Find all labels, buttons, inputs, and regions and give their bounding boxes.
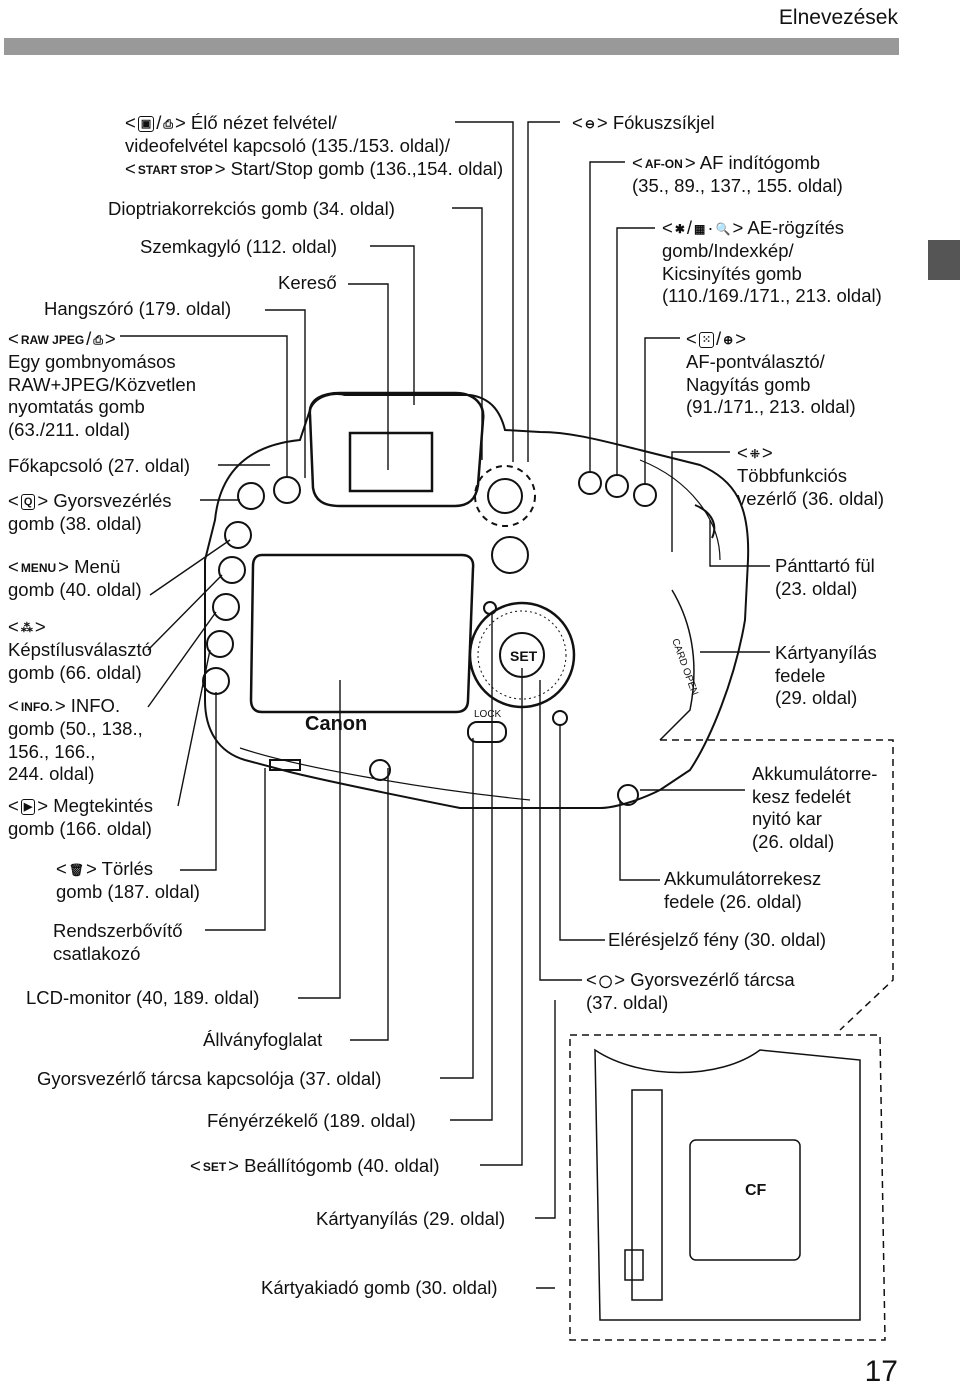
print-icon: ⎙	[93, 332, 103, 347]
label-lcd: LCD-monitor (40, 189. oldal)	[26, 987, 260, 1008]
button-picture-style	[218, 556, 246, 584]
q-icon: Q	[20, 494, 36, 511]
label-af-point: <⁙/⊕> AF-pontválasztó/ Nagyítás gomb (91…	[686, 328, 856, 418]
raw-jpeg-icon: RAW JPEG	[20, 332, 85, 347]
button-playback	[206, 630, 234, 658]
label-strap: Pánttartó fül (23. oldal)	[775, 555, 875, 599]
index-icon: ▦	[694, 221, 706, 236]
card-slot-inset	[569, 1034, 886, 1341]
label-picture-style: <⁂> Képstílusválasztó gomb (66. oldal)	[8, 616, 152, 683]
af-on-button	[578, 471, 602, 495]
page-header-title: Elnevezések	[778, 6, 898, 29]
card-open-label: CARD OPEN	[669, 637, 700, 697]
label-quick-control: <Q> Gyorsvezérlés gomb (38. oldal)	[8, 490, 172, 534]
label-tripod: Állványfoglalat	[203, 1029, 323, 1050]
label-battery-lever: Akkumulátorre- kesz fedelét nyitó kar (2…	[752, 763, 878, 852]
label-live-view: <▣/⎙> Élő nézet felvétel/ videofelvétel …	[125, 112, 503, 181]
label-speaker: Hangszóró (179. oldal)	[44, 298, 232, 319]
camera-icon: ▣	[137, 116, 155, 133]
page-number: 17	[864, 1355, 898, 1388]
eyecup	[308, 391, 485, 508]
lock-switch	[467, 721, 507, 743]
button-erase	[202, 667, 230, 695]
label-extension: Rendszerbővítő csatlakozó	[53, 920, 183, 964]
card-cover	[659, 589, 695, 741]
chapter-tab	[928, 240, 960, 280]
zoom-out-icon: 🔍	[715, 221, 731, 236]
button-info	[212, 593, 240, 621]
lock-label: LOCK	[474, 709, 502, 720]
label-eyecup: Szemkagyló (112. oldal)	[140, 236, 338, 257]
light-sensor	[483, 601, 497, 615]
multi-controller-icon: ⁜	[749, 446, 760, 461]
label-card-eject: Kártyakiadó gomb (30. oldal)	[261, 1277, 498, 1298]
label-qc-dial: <◯> Gyorsvezérlő tárcsa (37. oldal)	[586, 969, 795, 1014]
multi-controller	[491, 536, 529, 574]
set-label: SET	[510, 648, 538, 664]
start-stop-button	[487, 478, 523, 514]
set-icon: SET	[202, 1159, 227, 1174]
af-point-button	[633, 483, 657, 507]
label-card-slot: Kártyanyílás (29. oldal)	[316, 1208, 506, 1229]
battery-lever	[617, 784, 639, 806]
strap-eyelet	[694, 504, 716, 539]
brand-logo: Canon	[305, 713, 367, 735]
label-set: <SET> Beállítógomb (40. oldal)	[190, 1155, 440, 1178]
label-info: <INFO.> INFO. gomb (50., 138., 156., 166…	[8, 695, 143, 785]
label-ae-lock: <✱/▦·🔍> AE-rögzítés gomb/Indexkép/ Kicsi…	[662, 217, 882, 307]
trash-icon: 🗑	[68, 862, 85, 877]
focal-plane-icon: ⊖	[584, 116, 595, 131]
button-menu	[224, 521, 252, 549]
tripod-socket	[369, 759, 391, 781]
label-erase: <🗑> Törlés gomb (187. oldal)	[56, 858, 200, 903]
ae-lock-icon: ✱	[674, 221, 685, 236]
cf-label: CF	[745, 1182, 767, 1199]
label-focal-plane: <⊖> Fókuszsíkjel	[572, 112, 715, 135]
card-eject-button	[624, 1249, 644, 1281]
label-raw-jpeg: <RAW JPEG/⎙> Egy gombnyomásos RAW+JPEG/K…	[8, 328, 196, 440]
label-access-lamp: Elérésjelző fény (30. oldal)	[608, 929, 826, 950]
viewfinder-window	[348, 431, 434, 493]
lcd-monitor	[249, 553, 475, 714]
dial-icon: ◯	[598, 973, 613, 988]
picture-style-icon: ⁂	[20, 620, 33, 635]
label-card-cover: Kártyanyílás fedele (29. oldal)	[775, 642, 877, 708]
card-cover-open	[689, 1139, 801, 1261]
info-icon: INFO.	[20, 699, 53, 714]
header-bar	[4, 38, 899, 55]
menu-icon: MENU	[20, 560, 57, 575]
label-menu: <MENU> Menü gomb (40. oldal)	[8, 556, 142, 601]
label-qc-dial-switch: Gyorsvezérlő tárcsa kapcsolója (37. olda…	[37, 1068, 382, 1089]
card-slot-opening	[631, 1089, 663, 1301]
af-on-icon: AF-ON	[644, 156, 683, 171]
zoom-in-icon: ⊕	[723, 332, 734, 347]
ae-lock-button	[605, 474, 629, 498]
label-multi: <⁜> Többfunkciós vezérlő (36. oldal)	[737, 442, 885, 509]
start-stop-icon: START STOP	[137, 162, 213, 177]
label-af-on: <AF-ON> AF indítógomb (35., 89., 137., 1…	[632, 152, 843, 197]
access-lamp	[552, 710, 568, 726]
live-view-ring	[474, 465, 536, 527]
label-light-sensor: Fényérzékelő (189. oldal)	[207, 1110, 416, 1131]
af-point-icon: ⁙	[698, 332, 715, 349]
play-icon: ▶	[20, 799, 36, 816]
label-playback: <▶> Megtekintés gomb (166. oldal)	[8, 795, 153, 839]
label-diopter: Dioptriakorrekciós gomb (34. oldal)	[108, 198, 395, 219]
label-battery-cover: Akkumulátorrekesz fedele (26. oldal)	[664, 868, 822, 912]
button-q	[237, 482, 265, 510]
label-viewfinder: Kereső	[278, 272, 337, 293]
print-icon: ⎙	[163, 116, 173, 131]
extension-terminal	[269, 759, 301, 771]
button-raw-jpeg	[273, 476, 301, 504]
label-power: Főkapcsoló (27. oldal)	[8, 455, 191, 476]
